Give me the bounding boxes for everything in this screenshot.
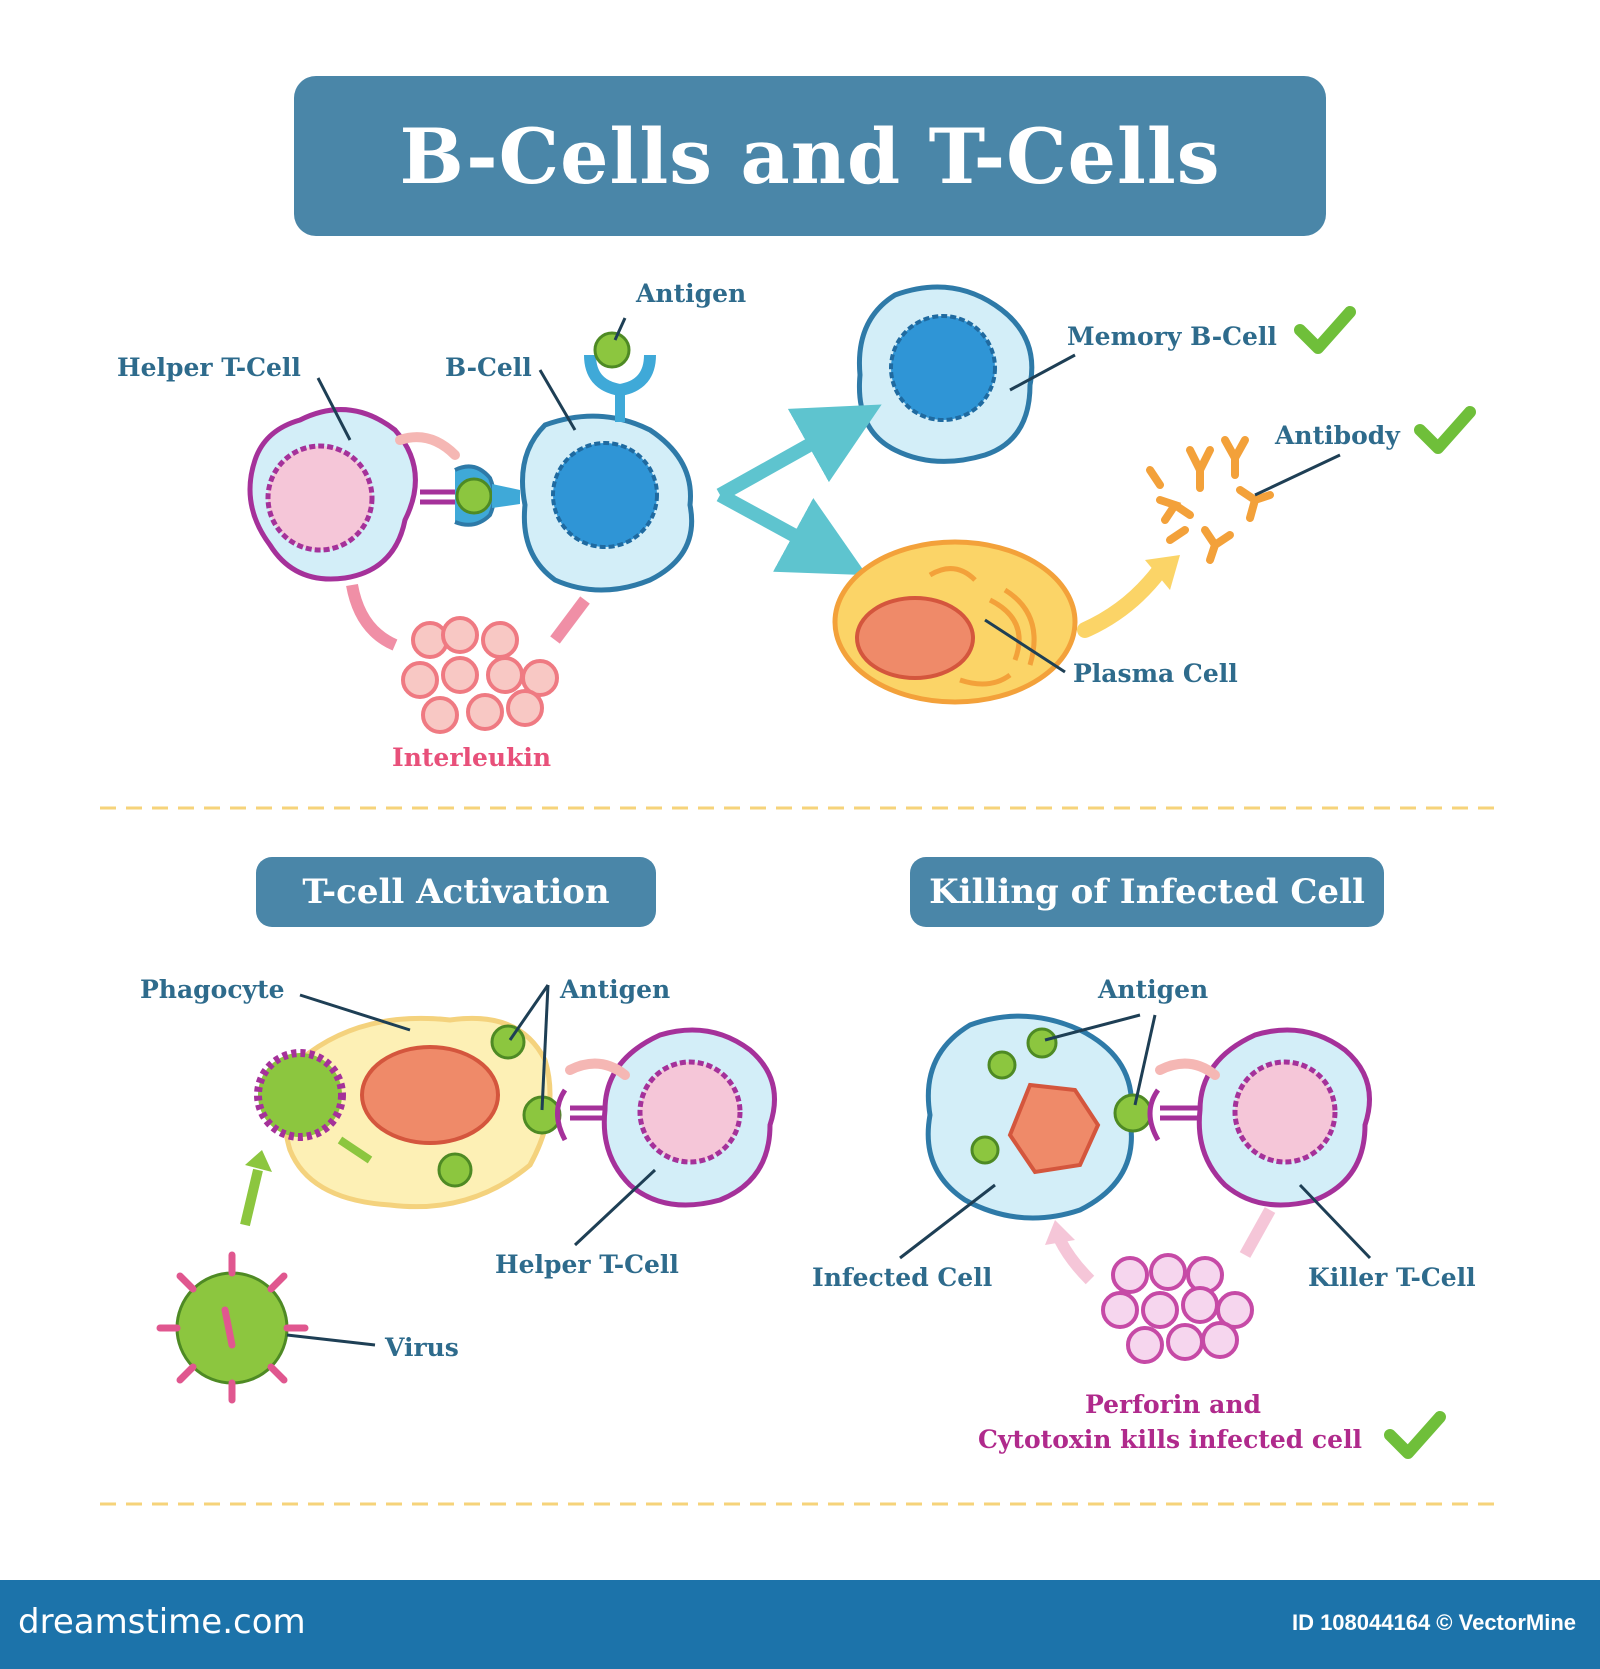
helper-t-cell-top [247,407,418,582]
label-memory-b-cell: Memory B-Cell [1067,322,1277,351]
b-cell-differentiation-arrows [716,404,882,576]
label-b-cell: B-Cell [445,353,532,382]
phagocytosis-arrow [337,1136,373,1164]
helper-t-cell-activation [555,1027,777,1208]
label-virus: Virus [384,1333,459,1362]
plasma-cell [832,539,1078,705]
perforin-arrow-out [1054,1237,1095,1285]
label-helper-t-cell-activation: Helper T-Cell [495,1250,679,1279]
virus-uptake-arrow [240,1168,263,1227]
label-antigen-top: Antigen [635,279,746,308]
interleukin-arrow-out [550,596,590,644]
antibodies [1146,436,1274,564]
label-killer-t-cell: Killer T-Cell [1308,1263,1476,1292]
label-perforin-line1: Perforin and [1085,1390,1261,1419]
perforin-arrowhead [1045,1220,1075,1245]
label-antibody: Antibody [1274,421,1401,450]
label-antigen-activation: Antigen [559,975,670,1004]
antibody-release-arrowhead [1145,555,1180,590]
footer-brand[interactable]: dreamstime.com [18,1602,306,1642]
footer-bar: dreamstime.com ID 108044164 © VectorMine [0,1580,1600,1669]
perforin-check-icon [1384,1411,1446,1459]
label-helper-t-cell-top: Helper T-Cell [117,353,301,382]
killer-t-cell [1147,1027,1372,1208]
interleukin-cluster [401,616,559,734]
top-leader-lines [316,317,1341,674]
label-interleukin: Interleukin [392,743,551,772]
antibody-release-arrow [1077,562,1168,638]
page-title: B-Cells and T-Cells [294,76,1326,236]
receptor-complex-top [395,432,520,527]
infected-cell [925,1013,1153,1221]
perforin-arrow-in [1239,1207,1276,1258]
virus-uptake-arrowhead [245,1150,272,1172]
activation-leader-lines [286,984,657,1347]
label-infected-cell: Infected Cell [812,1263,992,1292]
label-plasma-cell: Plasma Cell [1073,659,1238,688]
virus [156,1251,309,1404]
label-antigen-killing: Antigen [1097,975,1208,1004]
engulfed-virus [254,1049,346,1141]
phagocyte [281,1015,562,1210]
memory-check-icon [1294,306,1356,354]
killing-leader-lines [899,1013,1372,1260]
b-cell [520,331,695,593]
section-title-killing: Killing of Infected Cell [910,857,1384,927]
label-phagocyte: Phagocyte [140,975,285,1004]
footer-credit: ID 108044164 © VectorMine [1291,1610,1576,1635]
check-icons [1294,306,1476,1459]
label-perforin-line2: Cytotoxin kills infected cell [978,1425,1362,1454]
perforin-cluster [1101,1253,1254,1364]
interleukin-arrow-in [346,583,398,651]
antibody-check-icon [1414,406,1476,454]
memory-b-cell [856,284,1035,464]
section-title-t-cell-activation: T-cell Activation [256,857,656,927]
